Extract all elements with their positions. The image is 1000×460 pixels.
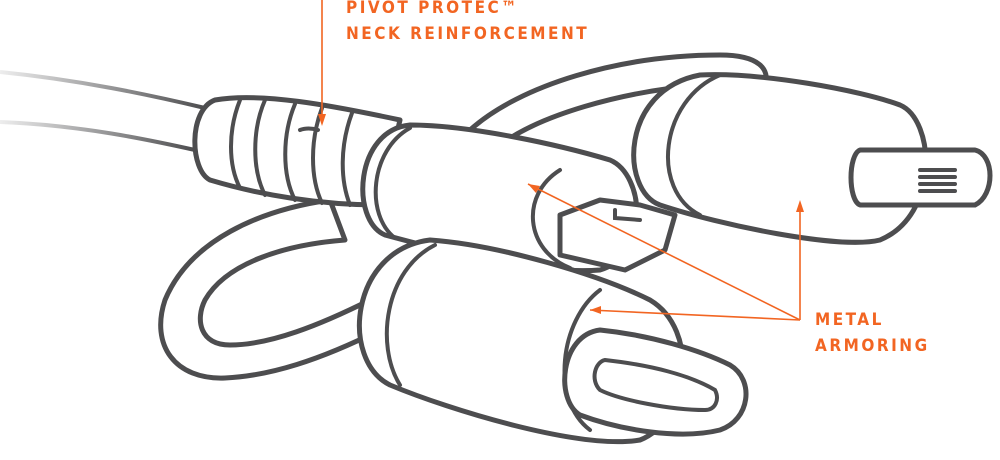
armor-pointers: [527, 183, 804, 321]
armor-label-line-1: METAL: [815, 310, 884, 330]
micro-usb-connector: [360, 122, 678, 274]
cable: [0, 70, 206, 152]
usb-c-connector: [357, 237, 749, 445]
neck-pointer: [318, 0, 326, 126]
armor-label-line-2: ARMORING: [815, 336, 930, 356]
metal-armoring-label: METAL ARMORING: [815, 307, 930, 359]
loop-cable-lower: [158, 197, 383, 381]
neck-reinforcement: [192, 95, 403, 208]
neck-label-line-1: PIVOT PROTEC™: [346, 0, 520, 18]
neck-label-line-2: NECK REINFORCEMENT: [346, 24, 590, 44]
lightning-connector: [631, 72, 993, 245]
neck-reinforcement-label: PIVOT PROTEC™ NECK REINFORCEMENT: [346, 0, 589, 47]
